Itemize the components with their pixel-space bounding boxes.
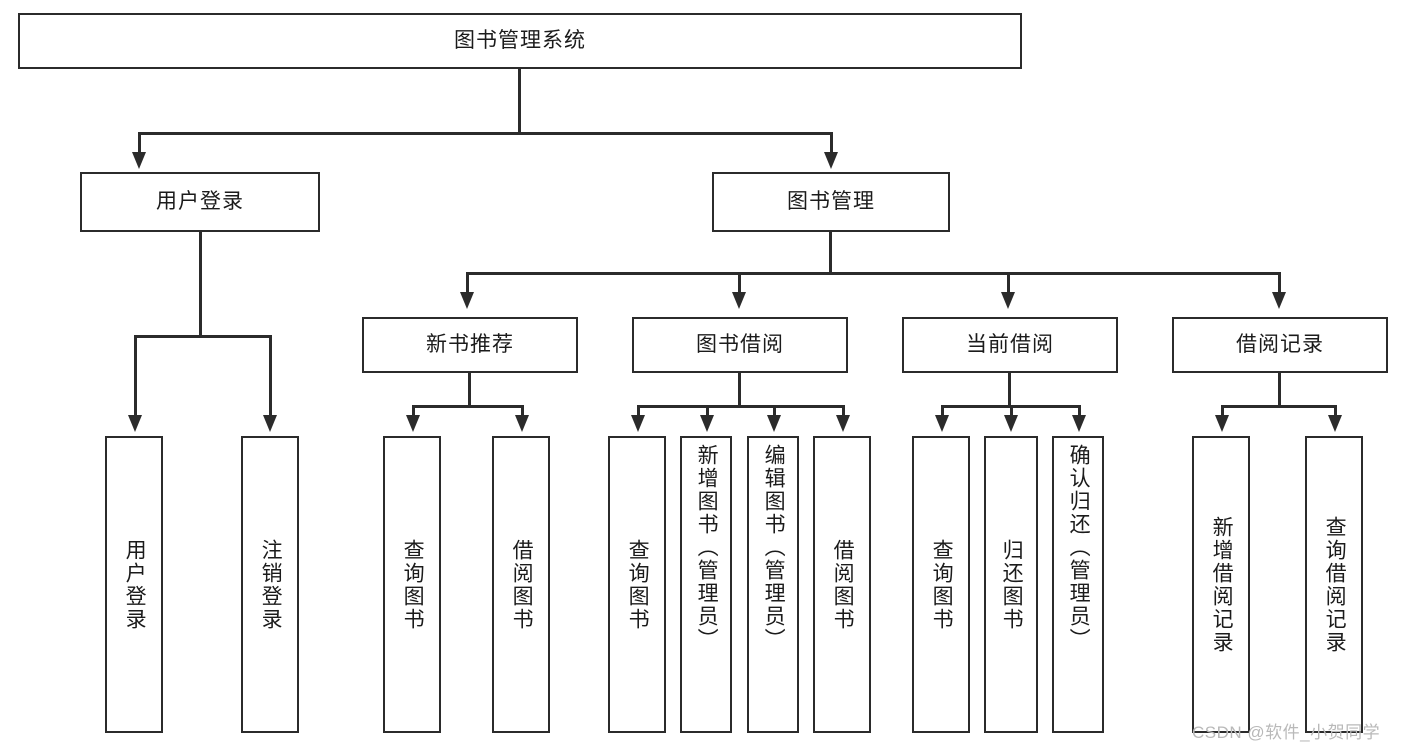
arrow-to-borrow-record xyxy=(1272,292,1286,309)
leaf-query-book-borrow[interactable]: 查询图书 xyxy=(608,436,666,733)
node-label: 编辑图书（管理员） xyxy=(762,444,786,651)
connector-current-borrow-drop-3 xyxy=(1078,405,1081,417)
leaf-confirm-return-admin[interactable]: 确认归还（管理员） xyxy=(1052,436,1104,733)
connector-current-borrow-drop-1 xyxy=(941,405,944,417)
node-borrow-record[interactable]: 借阅记录 xyxy=(1172,317,1388,373)
connector-new-book-drop-2 xyxy=(521,405,524,417)
connector-book-manage-stem xyxy=(829,232,832,274)
node-label: 查询图书 xyxy=(626,538,650,631)
arrow-to-leaf-borrow-book-1 xyxy=(515,415,529,432)
node-label: 图书管理 xyxy=(787,190,875,214)
connector-borrow-record-drop-1 xyxy=(1221,405,1224,417)
leaf-user-login[interactable]: 用户登录 xyxy=(105,436,163,733)
node-label: 当前借阅 xyxy=(966,333,1054,357)
connector-root-bus xyxy=(138,132,832,135)
connector-level3-drop-2 xyxy=(738,272,741,294)
node-label: 新书推荐 xyxy=(426,333,514,357)
node-label: 用户登录 xyxy=(123,538,147,631)
connector-borrow-record-drop-2 xyxy=(1334,405,1337,417)
leaf-borrow-book-recommend[interactable]: 借阅图书 xyxy=(492,436,550,733)
leaf-query-borrow-record[interactable]: 查询借阅记录 xyxy=(1305,436,1363,733)
node-book-manage[interactable]: 图书管理 xyxy=(712,172,950,232)
arrow-to-book-borrow xyxy=(732,292,746,309)
node-user-login[interactable]: 用户登录 xyxy=(80,172,320,232)
connector-book-borrow-drop-4 xyxy=(842,405,845,417)
connector-book-borrow-stem xyxy=(738,373,741,407)
leaf-edit-book-admin[interactable]: 编辑图书（管理员） xyxy=(747,436,799,733)
arrow-to-new-book-recommend xyxy=(460,292,474,309)
connector-level3-drop-3 xyxy=(1007,272,1010,294)
connector-current-borrow-stem xyxy=(1008,373,1011,407)
node-new-book-recommend[interactable]: 新书推荐 xyxy=(362,317,578,373)
node-label: 查询图书 xyxy=(401,538,425,631)
node-label: 确认归还（管理员） xyxy=(1067,444,1091,651)
node-label: 新增借阅记录 xyxy=(1210,515,1234,654)
arrow-to-leaf-confirm-return xyxy=(1072,415,1086,432)
arrow-to-leaf-edit-book xyxy=(767,415,781,432)
connector-root-stem xyxy=(518,69,521,134)
connector-level3-drop-4 xyxy=(1278,272,1281,294)
arrow-to-leaf-query-record xyxy=(1328,415,1342,432)
connector-borrow-record-bus xyxy=(1221,405,1337,408)
arrow-to-leaf-borrow-book-2 xyxy=(836,415,850,432)
node-label: 借阅记录 xyxy=(1236,333,1324,357)
leaf-return-book[interactable]: 归还图书 xyxy=(984,436,1038,733)
connector-user-login-stem xyxy=(199,232,202,337)
leaf-query-book-recommend[interactable]: 查询图书 xyxy=(383,436,441,733)
arrow-to-leaf-add-record xyxy=(1215,415,1229,432)
connector-book-borrow-bus xyxy=(637,405,845,408)
connector-new-book-drop-1 xyxy=(412,405,415,417)
connector-root-drop-1 xyxy=(138,132,141,154)
arrow-to-leaf-return-book xyxy=(1004,415,1018,432)
connector-level3-bus xyxy=(466,272,1278,275)
arrow-to-leaf-logout xyxy=(263,415,277,432)
connector-new-book-stem xyxy=(468,373,471,407)
arrow-root-to-book-manage xyxy=(824,152,838,169)
node-label: 用户登录 xyxy=(156,190,244,214)
node-label: 查询图书 xyxy=(930,538,954,631)
arrow-to-leaf-query-book-2 xyxy=(631,415,645,432)
node-label: 借阅图书 xyxy=(831,538,855,631)
arrow-to-leaf-query-book-3 xyxy=(935,415,949,432)
connector-book-borrow-drop-1 xyxy=(637,405,640,417)
node-label: 图书管理系统 xyxy=(454,29,586,53)
connector-user-login-bus xyxy=(134,335,272,338)
connector-level3-drop-1 xyxy=(466,272,469,294)
connector-book-borrow-drop-2 xyxy=(706,405,709,417)
node-label: 新增图书（管理员） xyxy=(695,444,719,651)
connector-current-borrow-drop-2 xyxy=(1010,405,1013,417)
node-label: 归还图书 xyxy=(1000,538,1024,631)
leaf-add-book-admin[interactable]: 新增图书（管理员） xyxy=(680,436,732,733)
connector-user-login-drop-2 xyxy=(269,335,272,417)
connector-user-login-drop-1 xyxy=(134,335,137,417)
arrow-to-leaf-user-login xyxy=(128,415,142,432)
arrow-to-leaf-query-book-1 xyxy=(406,415,420,432)
leaf-add-borrow-record[interactable]: 新增借阅记录 xyxy=(1192,436,1250,733)
arrow-to-leaf-add-book xyxy=(700,415,714,432)
node-label: 查询借阅记录 xyxy=(1323,515,1347,654)
node-root-system[interactable]: 图书管理系统 xyxy=(18,13,1022,69)
node-book-borrow[interactable]: 图书借阅 xyxy=(632,317,848,373)
connector-book-borrow-drop-3 xyxy=(773,405,776,417)
csdn-watermark: CSDN @软件_小贺同学 xyxy=(1192,723,1381,742)
node-label: 借阅图书 xyxy=(510,538,534,631)
connector-borrow-record-stem xyxy=(1278,373,1281,407)
leaf-logout[interactable]: 注销登录 xyxy=(241,436,299,733)
node-label: 图书借阅 xyxy=(696,333,784,357)
node-current-borrow[interactable]: 当前借阅 xyxy=(902,317,1118,373)
leaf-query-book-current[interactable]: 查询图书 xyxy=(912,436,970,733)
node-label: 注销登录 xyxy=(259,538,283,631)
arrow-to-current-borrow xyxy=(1001,292,1015,309)
connector-new-book-bus xyxy=(412,405,524,408)
arrow-root-to-user-login xyxy=(132,152,146,169)
leaf-borrow-book[interactable]: 借阅图书 xyxy=(813,436,871,733)
connector-root-drop-2 xyxy=(830,132,833,154)
